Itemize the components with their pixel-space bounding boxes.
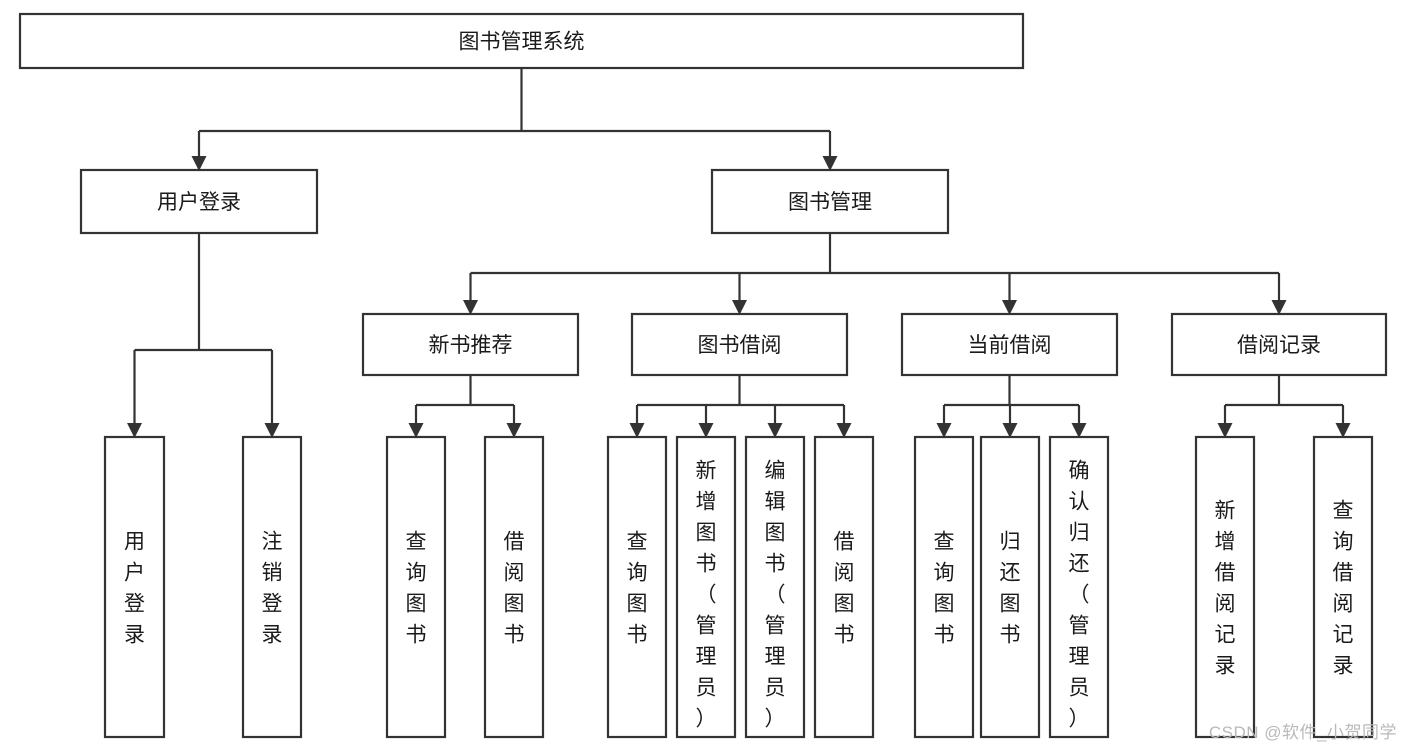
node-label: 用户登录: [124, 530, 145, 646]
node-label: 归还图书: [1000, 530, 1021, 646]
node-box: [361, 312, 580, 377]
node-label: 图书管理系统: [459, 31, 585, 54]
node-box: [1312, 435, 1374, 739]
node-leaf-query-record[interactable]: 查询借阅记录: [1312, 435, 1374, 739]
node-label: 查询图书: [627, 530, 648, 646]
node-box: [630, 312, 849, 377]
node-box: [18, 12, 1025, 70]
node-leaf-add-record[interactable]: 新增借阅记录: [1194, 435, 1256, 739]
node-box: [1048, 435, 1110, 739]
node-leaf-query-book-3[interactable]: 查询图书: [913, 435, 975, 739]
node-label: 图书借阅: [698, 334, 782, 357]
node-label: 查询借阅记录: [1333, 499, 1354, 677]
node-book-manage[interactable]: 图书管理: [710, 168, 950, 235]
node-user-login[interactable]: 用户登录: [79, 168, 319, 235]
node-leaf-edit-book[interactable]: 编辑图书（管理员）: [744, 435, 806, 739]
node-label: 编辑图书（管理员）: [765, 459, 786, 730]
node-leaf-user-login[interactable]: 用户登录: [103, 435, 166, 739]
node-label: 借阅图书: [834, 530, 855, 646]
node-label: 新书推荐: [429, 334, 513, 357]
node-label: 当前借阅: [968, 334, 1052, 357]
node-label: 图书管理: [788, 191, 872, 214]
node-leaf-return-book[interactable]: 归还图书: [979, 435, 1041, 739]
connector-layer: [127, 68, 1351, 438]
node-label: 查询图书: [934, 530, 955, 646]
node-leaf-logout[interactable]: 注销登录: [241, 435, 303, 739]
node-leaf-borrow-book-2[interactable]: 借阅图书: [813, 435, 875, 739]
node-box: [103, 435, 166, 739]
node-box: [979, 435, 1041, 739]
node-leaf-borrow-book-1[interactable]: 借阅图书: [483, 435, 545, 739]
node-current-borrow[interactable]: 当前借阅: [900, 312, 1119, 377]
node-label: 确认归还（管理员）: [1069, 459, 1090, 730]
node-label: 新增借阅记录: [1215, 499, 1236, 677]
node-box: [710, 168, 950, 235]
node-leaf-query-book-1[interactable]: 查询图书: [385, 435, 447, 739]
node-box: [1194, 435, 1256, 739]
watermark-text: CSDN @软件_小贺同学: [1208, 723, 1397, 742]
node-box: [79, 168, 319, 235]
node-new-book-rec[interactable]: 新书推荐: [361, 312, 580, 377]
node-box: [900, 312, 1119, 377]
node-box: [606, 435, 668, 739]
node-root[interactable]: 图书管理系统: [18, 12, 1025, 70]
node-box: [913, 435, 975, 739]
node-layer: 图书管理系统用户登录图书管理新书推荐图书借阅当前借阅借阅记录用户登录注销登录查询…: [18, 12, 1388, 739]
node-box: [385, 435, 447, 739]
node-box: [1170, 312, 1388, 377]
node-leaf-confirm-return[interactable]: 确认归还（管理员）: [1048, 435, 1110, 739]
node-label: 借阅图书: [504, 530, 525, 646]
node-label: 借阅记录: [1237, 334, 1321, 357]
node-label: 新增图书（管理员）: [696, 459, 717, 730]
node-box: [813, 435, 875, 739]
node-book-borrow[interactable]: 图书借阅: [630, 312, 849, 377]
node-box: [675, 435, 737, 739]
node-leaf-query-book-2[interactable]: 查询图书: [606, 435, 668, 739]
node-box: [744, 435, 806, 739]
node-label: 用户登录: [157, 191, 241, 214]
node-label: 注销登录: [262, 530, 283, 646]
node-borrow-record[interactable]: 借阅记录: [1170, 312, 1388, 377]
node-box: [241, 435, 303, 739]
node-box: [483, 435, 545, 739]
node-leaf-add-book[interactable]: 新增图书（管理员）: [675, 435, 737, 739]
node-label: 查询图书: [406, 530, 427, 646]
